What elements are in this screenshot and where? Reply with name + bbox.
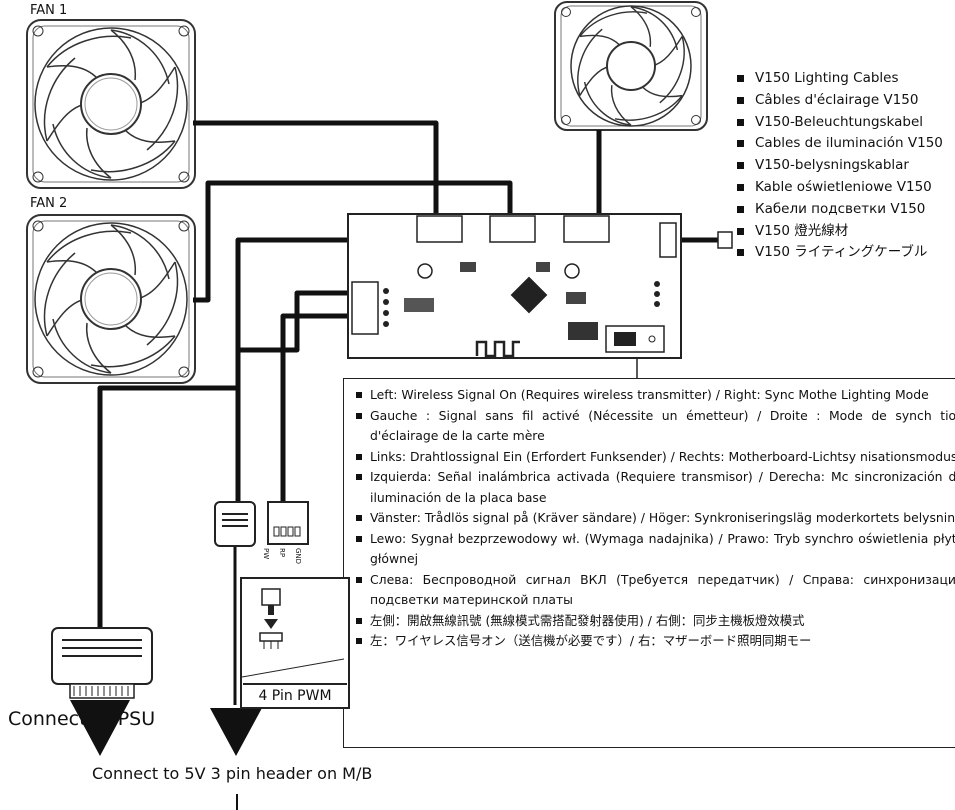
header-arrow-icon bbox=[210, 708, 262, 756]
mode-switch-notes-list: Left: Wireless Signal On (Requires wirel… bbox=[344, 379, 955, 652]
pin-label-rp: RP bbox=[278, 548, 286, 558]
fan-2 bbox=[26, 214, 196, 384]
fan-2-label: FAN 2 bbox=[30, 196, 68, 211]
header-label: Connect to 5V 3 pin header on M/B bbox=[92, 764, 373, 783]
lighting-cable-item: V150-belysningskablar bbox=[737, 155, 943, 177]
lighting-cable-item: Кабели подсветки V150 bbox=[737, 199, 943, 221]
psu-connector bbox=[51, 627, 153, 699]
cables bbox=[97, 120, 718, 705]
fan-1-label: FAN 1 bbox=[30, 3, 68, 18]
lighting-cable-item: Cables de iluminación V150 bbox=[737, 133, 943, 155]
mode-note-item: Gauche : Signal sans fil activé (Nécessi… bbox=[356, 406, 955, 447]
mode-note-item: Izquierda: Señal inalámbrica activada (R… bbox=[356, 467, 955, 508]
mode-note-item: 左側：開啟無線訊號 (無線模式需搭配發射器使用) / 右側：同步主機板燈效模式 bbox=[356, 611, 955, 632]
pwm-label: 4 Pin PWM bbox=[243, 683, 347, 707]
mode-note-item: Слева: Беспроводной сигнал ВКЛ (Требуетс… bbox=[356, 570, 955, 611]
pwm-plug-icon bbox=[241, 588, 345, 678]
lighting-cable-item: V150 Lighting Cables bbox=[737, 68, 943, 90]
pwm-connector bbox=[267, 501, 309, 545]
lighting-cable-item: Kable oświetleniowe V150 bbox=[737, 177, 943, 199]
mode-note-item: 左：ワイヤレス信号オン（送信機が必要です）/ 右：マザーボード照明同期モー bbox=[356, 631, 955, 652]
fan-1 bbox=[26, 19, 196, 189]
pin-label-pw: PW bbox=[262, 548, 270, 560]
fan-3 bbox=[554, 1, 708, 131]
lighting-cable-item: Câbles d'éclairage V150 bbox=[737, 90, 943, 112]
mode-switch-notes-box: Left: Wireless Signal On (Requires wirel… bbox=[343, 378, 955, 748]
mode-note-item: Left: Wireless Signal On (Requires wirel… bbox=[356, 385, 955, 406]
mode-note-item: Links: Drahtlossignal Ein (Erfordert Fun… bbox=[356, 447, 955, 468]
psu-arrow-icon bbox=[70, 700, 130, 756]
three-pin-connector bbox=[214, 501, 256, 547]
lighting-cable-item: V150-Beleuchtungskabel bbox=[737, 112, 943, 134]
controller-board bbox=[347, 213, 682, 378]
psu-label: Connect to PSU bbox=[8, 708, 156, 730]
lighting-cable-item: V150 ライティングケーブル bbox=[737, 242, 943, 264]
lighting-plug bbox=[717, 231, 733, 249]
mode-note-item: Vänster: Trådlös signal på (Kräver sända… bbox=[356, 508, 955, 529]
pin-label-gnd: GND bbox=[294, 548, 302, 565]
lighting-cables-list: V150 Lighting Cables Câbles d'éclairage … bbox=[737, 68, 943, 264]
mode-note-item: Lewo: Sygnał bezprzewodowy wł. (Wymaga n… bbox=[356, 529, 955, 570]
lighting-cable-item: V150 燈光線材 bbox=[737, 221, 943, 243]
